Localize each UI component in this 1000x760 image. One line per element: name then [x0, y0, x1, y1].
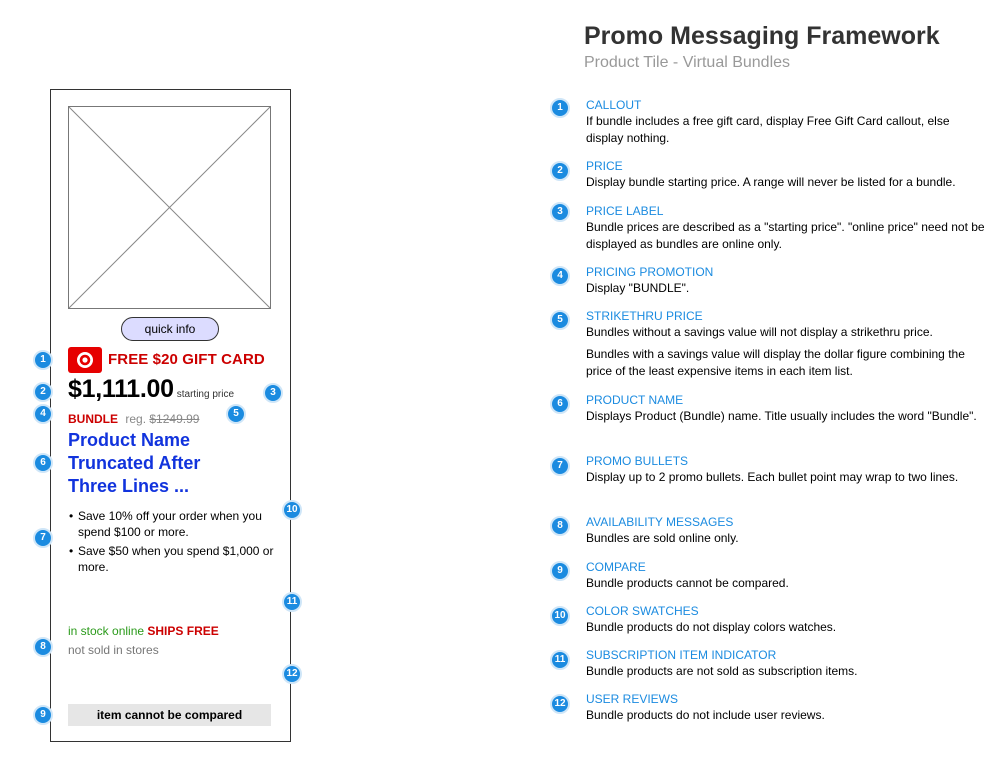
legend-title: PROMO BULLETS — [586, 454, 689, 468]
legend-description: Displays Product (Bundle) name. Title us… — [586, 409, 977, 423]
callout-text: FREE $20 GIFT CARD — [108, 351, 265, 368]
page-title: Promo Messaging Framework — [584, 22, 940, 50]
image-placeholder-icon — [69, 107, 270, 308]
legend-description: Bundle products do not display colors wa… — [586, 620, 837, 634]
marker-callout: 1 — [33, 350, 53, 370]
legend-item-callout: CALLOUT If bundle includes a free gift c… — [586, 97, 986, 147]
legend-description: Display bundle starting price. A range w… — [586, 175, 956, 189]
legend-title: USER REVIEWS — [586, 692, 679, 706]
promo-bullet: Save 10% off your order when you spend $… — [68, 508, 278, 540]
legend-marker: 8 — [550, 516, 570, 536]
legend-title: PRICE — [586, 159, 623, 173]
legend-title: SUBSCRIPTION ITEM INDICATOR — [586, 648, 777, 662]
legend-description: Display up to 2 promo bullets. Each bull… — [586, 470, 959, 484]
legend-marker: 5 — [550, 310, 570, 330]
legend-description: Bundle prices are described as a "starti… — [586, 220, 985, 251]
legend-item-product-name: PRODUCT NAME Displays Product (Bundle) n… — [586, 392, 986, 425]
legend-marker: 12 — [550, 694, 570, 714]
legend-description: Bundle products do not include user revi… — [586, 708, 825, 722]
legend-item-user-reviews: USER REVIEWS Bundle products do not incl… — [586, 691, 986, 724]
legend-item-pricing-promotion: PRICING PROMOTION Display "BUNDLE". — [586, 264, 986, 297]
legend-marker: 1 — [550, 98, 570, 118]
compare-indicator: item cannot be compared — [68, 704, 271, 726]
legend-title: COLOR SWATCHES — [586, 604, 699, 618]
legend-marker: 7 — [550, 456, 570, 476]
promo-reg-label: reg. — [125, 412, 147, 426]
legend-title: PRODUCT NAME — [586, 393, 684, 407]
legend-title: COMPARE — [586, 560, 646, 574]
legend-item-compare: COMPARE Bundle products cannot be compar… — [586, 559, 986, 592]
gift-card-callout: FREE $20 GIFT CARD — [68, 346, 265, 373]
product-tile: quick info FREE $20 GIFT CARD $1,111.00 … — [50, 89, 291, 742]
promo-bullets: Save 10% off your order when you spend $… — [68, 508, 278, 578]
legend-title: PRICE LABEL — [586, 204, 664, 218]
marker-availability: 8 — [33, 637, 53, 657]
legend-item-color-swatches: COLOR SWATCHES Bundle products do not di… — [586, 603, 986, 636]
marker-promo-bullets: 7 — [33, 528, 53, 548]
availability-online: in stock online SHIPS FREE — [68, 624, 219, 638]
strikethru-price: $1249.99 — [149, 412, 200, 426]
marker-price-label: 3 — [263, 383, 283, 403]
price: $1,111.00 — [68, 375, 174, 403]
marker-strikethru-price: 5 — [226, 404, 246, 424]
legend-item-availability: AVAILABILITY MESSAGES Bundles are sold o… — [586, 514, 986, 547]
ships-free-text: SHIPS FREE — [147, 624, 219, 638]
legend-marker: 11 — [550, 650, 570, 670]
marker-product-name: 6 — [33, 453, 53, 473]
promo-bullet: Save $50 when you spend $1,000 or more. — [68, 543, 278, 575]
legend-item-strikethru-price: STRIKETHRU PRICE Bundles without a savin… — [586, 308, 986, 380]
legend-description: Display "BUNDLE". — [586, 281, 690, 295]
legend-title: AVAILABILITY MESSAGES — [586, 515, 734, 529]
marker-price: 2 — [33, 382, 53, 402]
price-label: starting price — [176, 389, 235, 400]
availability-store-text: not sold in stores — [68, 643, 159, 657]
marker-compare: 9 — [33, 705, 53, 725]
product-name-line: Product Name — [68, 430, 191, 450]
target-logo-icon — [68, 346, 102, 373]
legend-description: Bundle products are not sold as subscrip… — [586, 664, 858, 678]
marker-color-swatches: 10 — [282, 500, 302, 520]
legend-marker: 10 — [550, 606, 570, 626]
legend-marker: 6 — [550, 394, 570, 414]
legend-marker: 4 — [550, 266, 570, 286]
legend-description: Bundles with a savings value will displa… — [586, 347, 965, 378]
pricing-promotion-row: BUNDLE reg. $1249.99 — [68, 412, 199, 426]
product-image-placeholder — [68, 106, 271, 309]
product-name-line: Truncated After — [68, 453, 201, 473]
legend-item-price-label: PRICE LABEL Bundle prices are described … — [586, 203, 986, 253]
legend-title: PRICING PROMOTION — [586, 265, 714, 279]
legend-title: STRIKETHRU PRICE — [586, 309, 703, 323]
legend-marker: 9 — [550, 561, 570, 581]
legend-item-price: PRICE Display bundle starting price. A r… — [586, 158, 986, 191]
product-name-line: Three Lines ... — [68, 476, 190, 496]
quick-info-button[interactable]: quick info — [121, 317, 219, 341]
promo-bundle-label: BUNDLE — [68, 412, 118, 426]
legend-item-promo-bullets: PROMO BULLETS Display up to 2 promo bull… — [586, 453, 986, 486]
legend-marker: 3 — [550, 202, 570, 222]
product-name-link[interactable]: Product Name Truncated After Three Lines… — [68, 429, 268, 498]
legend-title: CALLOUT — [586, 98, 642, 112]
legend-description: If bundle includes a free gift card, dis… — [586, 114, 950, 145]
in-stock-online-text: in stock online — [68, 624, 145, 638]
legend-item-subscription: SUBSCRIPTION ITEM INDICATOR Bundle produ… — [586, 647, 986, 680]
legend-description: Bundles are sold online only. — [586, 531, 739, 545]
legend-marker: 2 — [550, 161, 570, 181]
marker-pricing-promotion: 4 — [33, 404, 53, 424]
marker-subscription: 11 — [282, 592, 302, 612]
marker-user-reviews: 12 — [282, 664, 302, 684]
legend-description: Bundles without a savings value will not… — [586, 325, 933, 339]
page-subtitle: Product Tile - Virtual Bundles — [584, 54, 791, 71]
legend-description: Bundle products cannot be compared. — [586, 576, 789, 590]
price-row: $1,111.00 starting price — [68, 375, 234, 404]
